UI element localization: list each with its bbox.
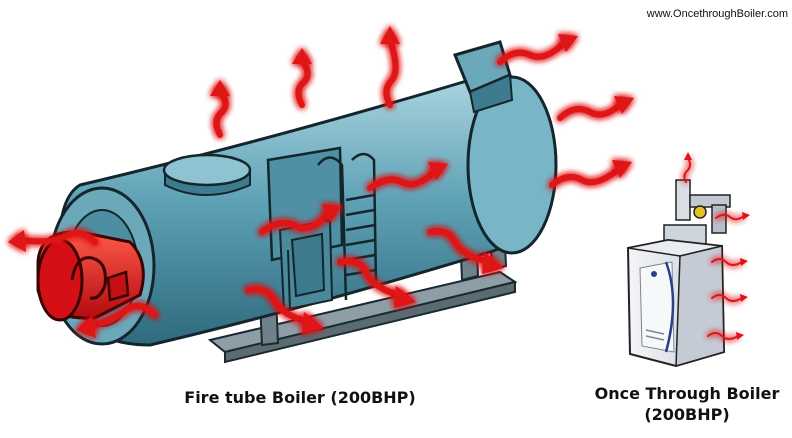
arrow-head [736, 332, 744, 340]
once-through-boiler-caption: Once Through Boiler (200BHP) [592, 383, 782, 425]
heat-loss-arrow [549, 165, 623, 188]
arrow-heads-once-through [684, 152, 750, 340]
arrow-head [302, 312, 324, 334]
fire-tube-boiler [36, 40, 558, 364]
burner [36, 230, 145, 322]
arrow-head [612, 160, 632, 178]
arrow-head [482, 252, 504, 274]
otb-logo [651, 271, 657, 277]
arrow-head [684, 152, 692, 160]
arrow-head [322, 204, 342, 222]
heat-loss-arrow [383, 37, 399, 108]
arrow-head [76, 316, 96, 338]
heat-loss-arrow [557, 100, 625, 121]
arrow-heads-fire-tube [8, 26, 634, 338]
website-url: www.OncethroughBoiler.com [646, 8, 788, 20]
heat-loss-arrow [295, 57, 311, 108]
heat-loss-arrow [85, 303, 158, 329]
arrow-head [742, 212, 750, 220]
heat-loss-arrow [17, 230, 98, 245]
arrow-head [740, 294, 748, 302]
heat-loss-arrow [337, 258, 405, 299]
arrow-head [292, 48, 312, 64]
arrow-head [740, 258, 748, 266]
once-through-caption-line-1: Once Through Boiler [594, 384, 780, 403]
once-through-boiler [626, 179, 731, 368]
top-manway [162, 153, 252, 196]
heat-loss-arrows-once-through [683, 157, 745, 340]
arrow-head [8, 230, 26, 252]
heat-loss-arrow [683, 157, 691, 183]
arrow-head [428, 162, 448, 180]
fire-tube-boiler-caption: Fire tube Boiler (200BHP) [184, 388, 416, 407]
heat-loss-arrow [259, 209, 333, 235]
arrow-head [210, 80, 230, 96]
heat-loss-arrow [711, 258, 743, 266]
heat-loss-arrow [427, 228, 493, 265]
arrow-head [394, 286, 416, 308]
heat-loss-arrow [497, 39, 568, 65]
rear-end-cap [466, 75, 558, 255]
arrow-head [614, 96, 634, 114]
heat-loss-arrows-fire-tube [17, 37, 625, 329]
top-piping [663, 179, 731, 248]
heat-loss-arrow [367, 167, 439, 191]
once-through-caption-line-2: (200BHP) [644, 405, 730, 424]
heat-loss-arrow [213, 89, 229, 138]
heat-loss-arrow [715, 213, 745, 221]
arrow-head [380, 26, 400, 44]
heat-loss-arrow [707, 332, 739, 340]
ladder [317, 152, 378, 301]
heat-loss-arrow [245, 286, 313, 325]
heat-loss-arrow [711, 294, 743, 302]
arrow-head [558, 34, 578, 52]
control-panel [266, 146, 344, 312]
